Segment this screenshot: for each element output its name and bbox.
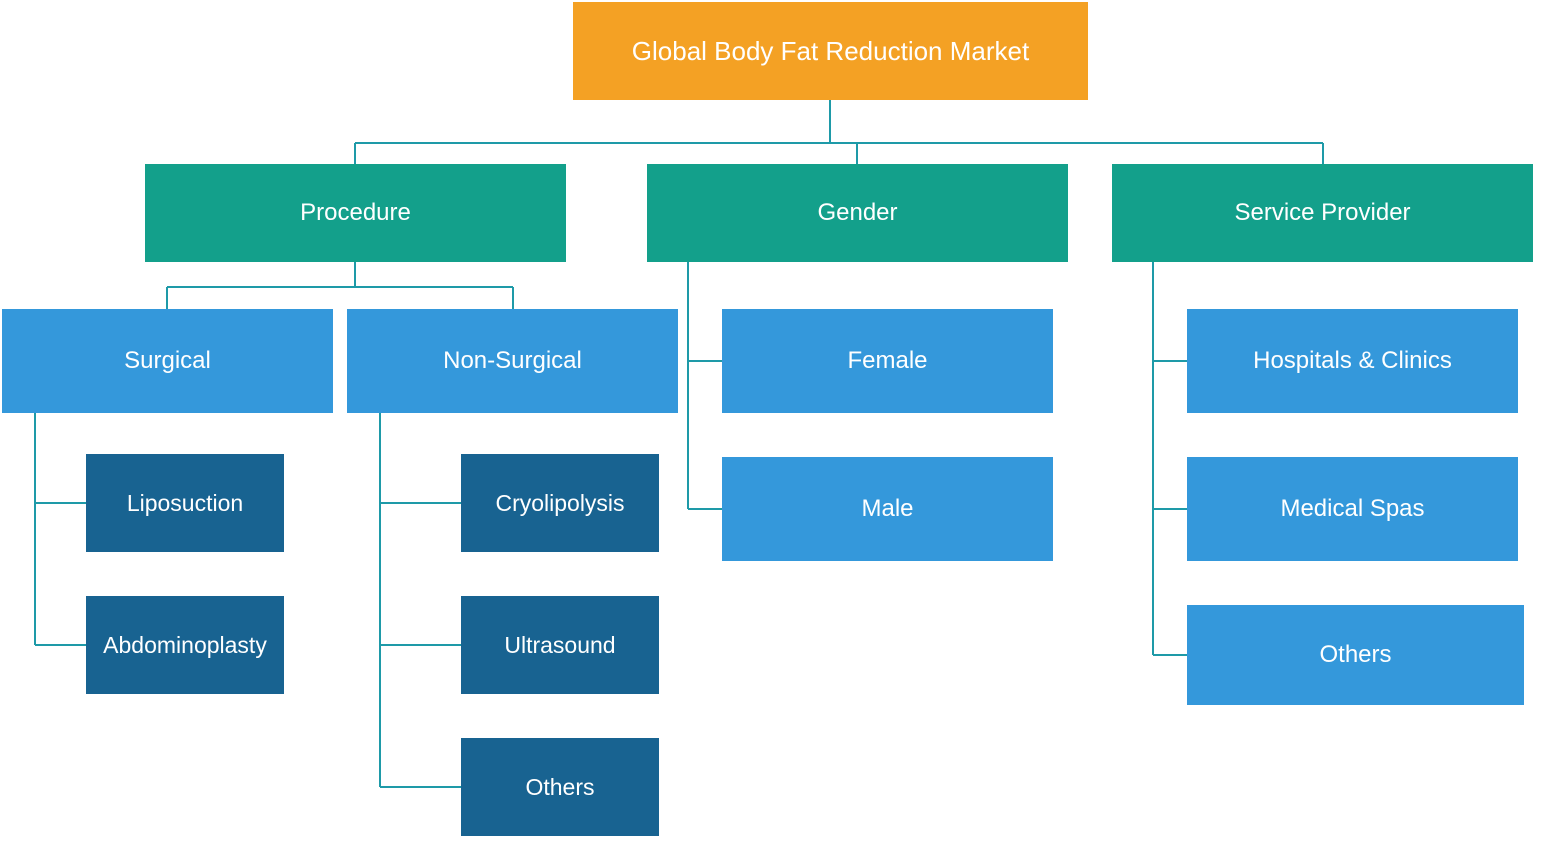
- category-procedure: Procedure: [145, 164, 566, 262]
- subcategory-non-surgical: Non-Surgical: [347, 309, 678, 413]
- leaf-cryolipolysis: Cryolipolysis: [461, 454, 659, 552]
- leaf-others-non-surgical: Others: [461, 738, 659, 836]
- leaf-others-service-provider: Others: [1187, 605, 1524, 705]
- root-node: Global Body Fat Reduction Market: [573, 2, 1088, 100]
- leaf-liposuction: Liposuction: [86, 454, 284, 552]
- leaf-ultrasound: Ultrasound: [461, 596, 659, 694]
- leaf-female: Female: [722, 309, 1053, 413]
- category-gender: Gender: [647, 164, 1068, 262]
- leaf-male: Male: [722, 457, 1053, 561]
- leaf-hospitals-clinics: Hospitals & Clinics: [1187, 309, 1518, 413]
- subcategory-surgical: Surgical: [2, 309, 333, 413]
- category-service-provider: Service Provider: [1112, 164, 1533, 262]
- leaf-abdominoplasty: Abdominoplasty: [86, 596, 284, 694]
- leaf-medical-spas: Medical Spas: [1187, 457, 1518, 561]
